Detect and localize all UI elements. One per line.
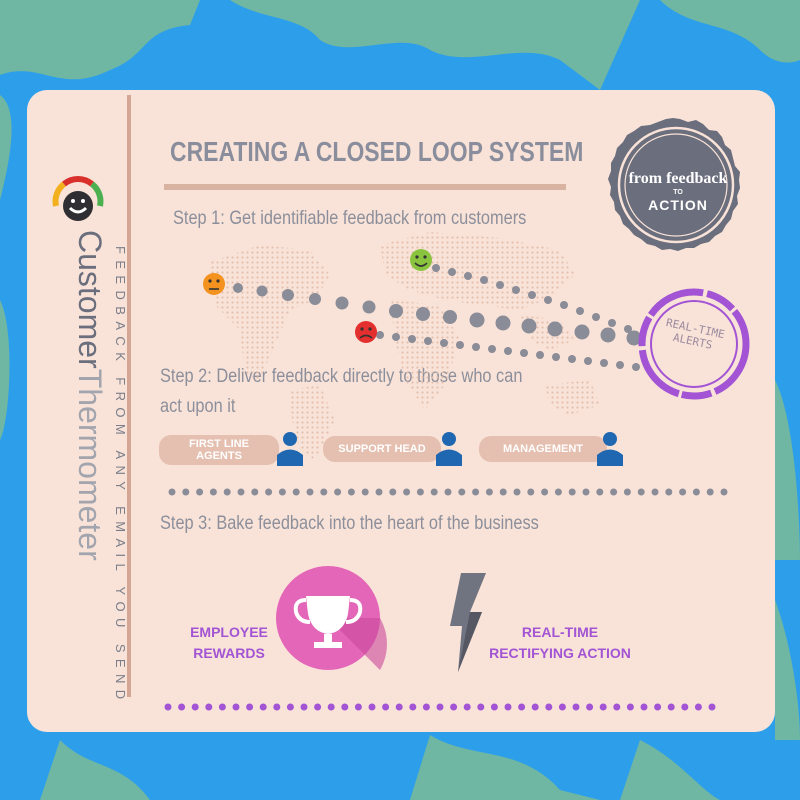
- stamp-line: TO: [673, 189, 683, 196]
- role-label: SUPPORT HEAD: [338, 443, 426, 455]
- feedback-to-action-stamp: [608, 118, 740, 251]
- user-icon: [597, 432, 623, 466]
- user-icon: [277, 432, 303, 466]
- stamp-line: from feedback: [628, 170, 728, 187]
- outcome-line: REWARDS: [193, 645, 265, 661]
- title-underline: [164, 184, 566, 190]
- real-time-alerts-stamp: [638, 288, 750, 400]
- outcome-line: REAL-TIME: [521, 624, 599, 640]
- smiley-green-icon: [410, 249, 432, 271]
- role-pill-support-head: SUPPORT HEAD: [323, 436, 441, 462]
- step-1-text: Step 1: Get identifiable feedback from c…: [173, 208, 527, 229]
- stamp-text: from feedback TO ACTION: [608, 170, 748, 213]
- step-3-text: Step 3: Bake feedback into the heart of …: [160, 513, 539, 534]
- trophy-icon: [276, 566, 387, 670]
- outcome-line: RECTIFYING ACTION: [489, 645, 631, 661]
- role-label-line2: AGENTS: [196, 450, 242, 462]
- rectifying-action-label: REAL-TIME RECTIFYING ACTION: [475, 622, 645, 664]
- employee-rewards-label: EMPLOYEE REWARDS: [174, 622, 284, 664]
- smiley-red-icon: [355, 321, 377, 343]
- lightning-icon: [450, 573, 486, 672]
- stamp-line: ACTION: [648, 197, 708, 213]
- role-label: FIRST LINE: [189, 438, 249, 450]
- page-title: CREATING A CLOSED LOOP SYSTEM: [170, 136, 584, 167]
- thermometer-logo-icon: [52, 175, 104, 221]
- role-label: MANAGEMENT: [502, 443, 584, 455]
- outcome-line: EMPLOYEE: [190, 624, 268, 640]
- role-pill-first-line: FIRST LINE AGENTS: [159, 435, 279, 465]
- smiley-orange-icon: [203, 273, 225, 295]
- role-pill-management: MANAGEMENT: [479, 436, 607, 462]
- connection-dots: [233, 264, 642, 371]
- divider-line: [127, 95, 131, 697]
- infographic-card: CustomerThermometer FEEDBACK FROM ANY EM…: [27, 90, 775, 732]
- step-2-text-line2: act upon it: [160, 396, 236, 417]
- user-icon: [436, 432, 462, 466]
- dotted-world-map: [210, 232, 600, 460]
